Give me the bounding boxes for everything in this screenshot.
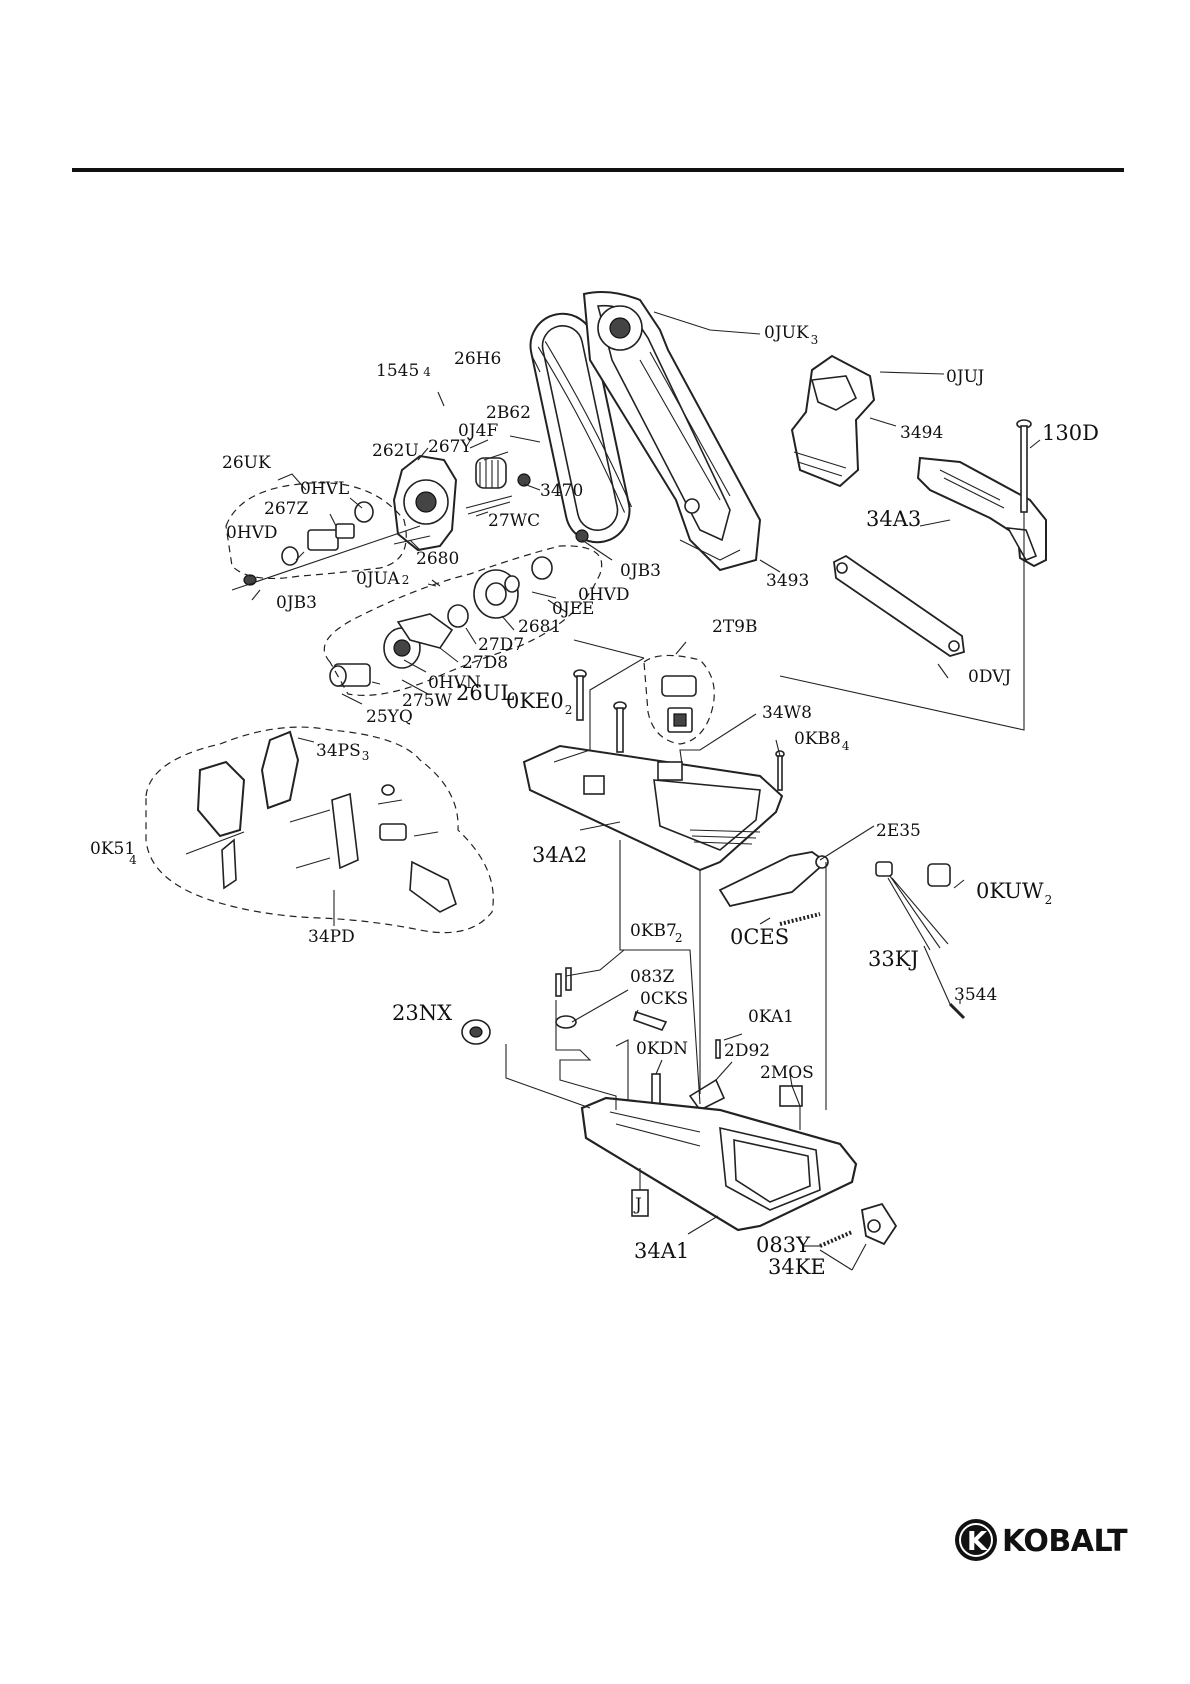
label-33KJ: 33KJ bbox=[868, 947, 919, 971]
base-34A1-drawing bbox=[582, 1098, 856, 1230]
label-26UK: 26UK bbox=[222, 453, 271, 473]
label-262U: 262U bbox=[372, 441, 419, 461]
label-2T9B: 2T9B bbox=[712, 617, 757, 637]
label-27D8: 27D8 bbox=[462, 653, 508, 673]
label-0JB3-a: 0JB3 bbox=[620, 561, 661, 581]
label-0CKS: 0CKS bbox=[640, 989, 688, 1009]
wrench-0DVJ-drawing bbox=[834, 556, 964, 656]
label-083Y: 083Y bbox=[756, 1233, 811, 1257]
label-3544: 3544 bbox=[954, 985, 997, 1005]
label-0KB8: 0KB84 bbox=[794, 729, 850, 753]
label-2680: 2680 bbox=[416, 549, 459, 569]
label-2681: 2681 bbox=[518, 617, 561, 637]
label-0DVJ: 0DVJ bbox=[968, 667, 1011, 687]
label-3470: 3470 bbox=[540, 481, 583, 501]
label-0KDN: 0KDN bbox=[636, 1039, 688, 1059]
motor-housing-drawing bbox=[394, 456, 530, 550]
label-3493: 3493 bbox=[766, 571, 809, 591]
cord-33KJ-drawing bbox=[876, 862, 964, 1018]
label-0CES: 0CES bbox=[730, 925, 789, 949]
label-2MOS: 2MOS bbox=[760, 1063, 814, 1083]
label-34A3: 34A3 bbox=[866, 507, 921, 531]
label-26UL: 26UL bbox=[456, 681, 514, 705]
label-2E35: 2E35 bbox=[876, 821, 921, 841]
kobalt-logo: K KOBALT bbox=[955, 1519, 1128, 1561]
label-0JEE: 0JEE bbox=[552, 599, 594, 619]
label-34A2: 34A2 bbox=[532, 843, 587, 867]
label-0HVD-a: 0HVD bbox=[226, 523, 278, 543]
grommet-23NX-drawing bbox=[462, 1020, 490, 1044]
label-0KA1: 0KA1 bbox=[748, 1007, 794, 1027]
label-34A1: 34A1 bbox=[634, 1239, 689, 1263]
label-25YQ: 25YQ bbox=[366, 707, 413, 727]
label-0HVL: 0HVL bbox=[300, 479, 349, 499]
knob-34KE-drawing bbox=[820, 1204, 896, 1246]
label-23NX: 23NX bbox=[392, 1001, 452, 1025]
label-267Z: 267Z bbox=[264, 499, 308, 519]
label-3494: 3494 bbox=[900, 423, 943, 443]
kobalt-wordmark: KOBALT bbox=[1002, 1524, 1128, 1559]
kobalt-emblem-letter: K bbox=[967, 1527, 988, 1557]
label-0KE0: 0KE02 bbox=[506, 689, 572, 717]
label-0JB3-b: 0JB3 bbox=[276, 593, 317, 613]
label-083Z: 083Z bbox=[630, 967, 674, 987]
label-34W8: 34W8 bbox=[762, 703, 812, 723]
label-130D: 130D bbox=[1042, 421, 1099, 445]
label-0KUW: 0KUW2 bbox=[976, 879, 1052, 907]
label-0KB7: 0KB72 bbox=[630, 921, 682, 945]
label-27D7: 27D7 bbox=[478, 635, 524, 655]
label-34PS: 34PS3 bbox=[316, 741, 369, 763]
label-0JUJ: 0JUJ bbox=[946, 367, 985, 387]
label-34PD: 34PD bbox=[308, 927, 355, 947]
handle-3494-drawing bbox=[792, 356, 874, 486]
label-J: J bbox=[633, 1195, 642, 1215]
label-26H6: 26H6 bbox=[454, 349, 501, 369]
label-2D92: 2D92 bbox=[724, 1041, 770, 1061]
label-267Y: 267Y bbox=[428, 437, 472, 457]
label-34KE: 34KE bbox=[768, 1255, 826, 1279]
label-2B62: 2B62 bbox=[486, 403, 531, 423]
header-rule bbox=[72, 168, 1124, 172]
slide-2E35-drawing bbox=[720, 852, 828, 924]
switch-2T9B-drawing bbox=[662, 676, 696, 732]
label-27WC: 27WC bbox=[488, 511, 540, 531]
